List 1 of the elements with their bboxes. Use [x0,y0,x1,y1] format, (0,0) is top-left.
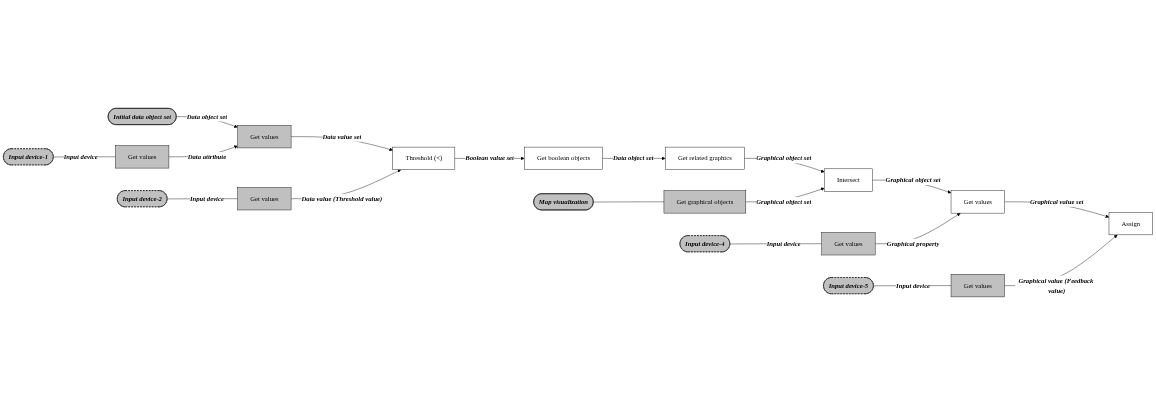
connector [593,202,665,203]
